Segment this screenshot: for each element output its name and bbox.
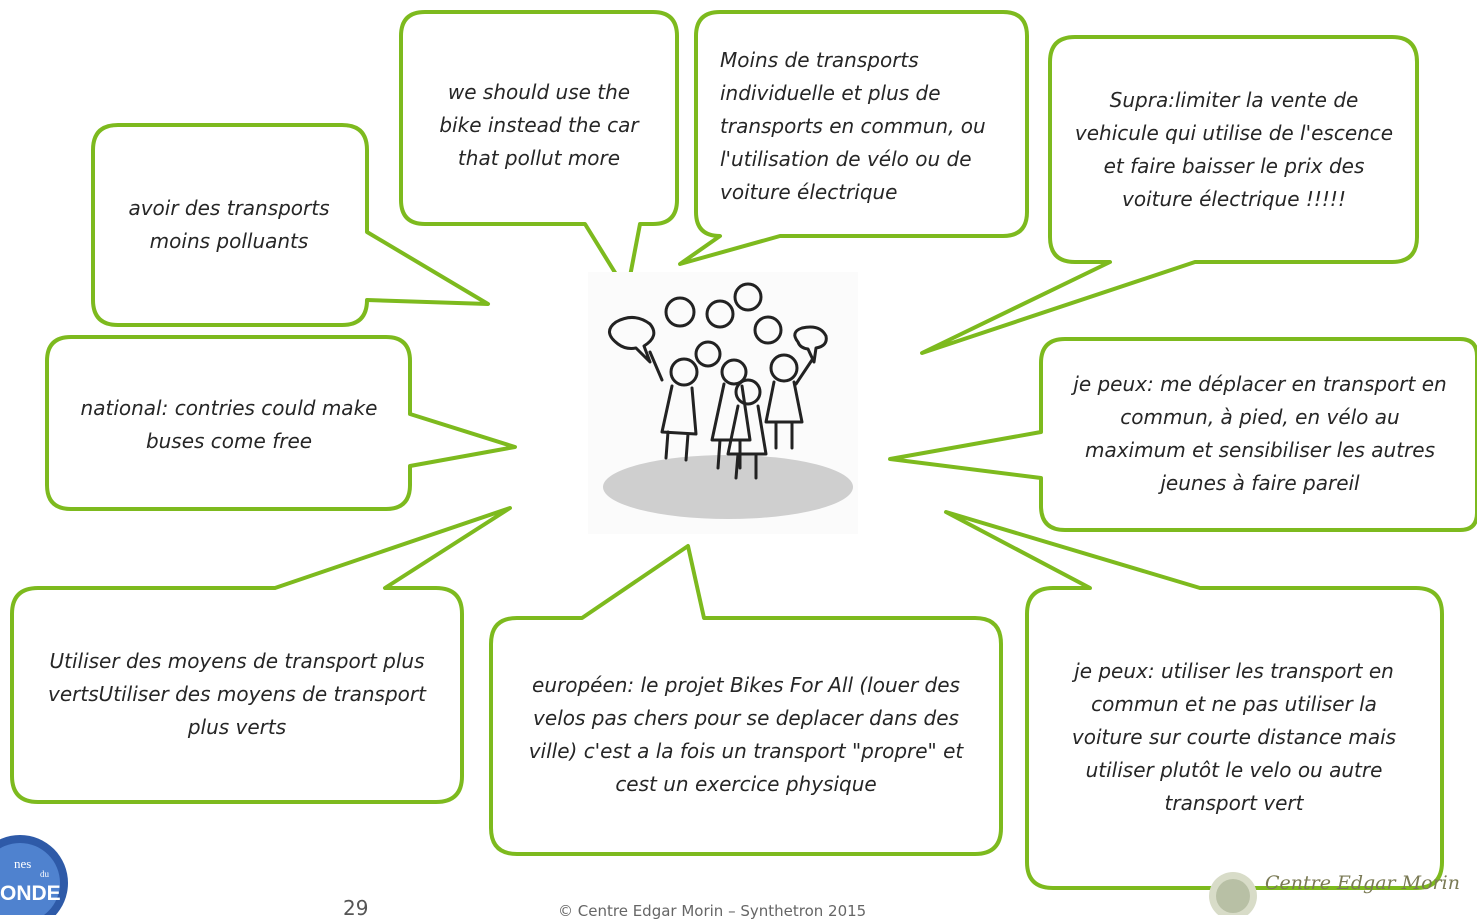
- bubble-text-1: avoir des transports moins polluants: [128, 196, 330, 253]
- logo-left-word-2: du: [40, 869, 50, 879]
- logo-right-text: Centre Edgar Morin: [1265, 872, 1460, 894]
- bubble-shape-1: [91, 123, 490, 327]
- bubble-shape-2: [399, 10, 679, 294]
- bubble-text-8: européen: le projet Bikes For All (louer…: [528, 673, 964, 796]
- logo-left-word-3: ONDE: [0, 882, 61, 905]
- bubble-shape-9: [944, 510, 1444, 890]
- bubble-text-3: Moins de transports individuelle et plus…: [720, 47, 986, 204]
- bubble-text-5: national: contries could make buses come…: [80, 396, 378, 453]
- bubble-text-9: je peux: utiliser les transport en commu…: [1071, 658, 1397, 815]
- crowd-illustration: [588, 272, 858, 534]
- globe-logo: nes du ONDE: [0, 835, 68, 915]
- bubble-shape-4: [920, 35, 1419, 355]
- bubble-text-7: Utiliser des moyens de transport plus ve…: [48, 648, 426, 739]
- bubble-shape-3: [678, 10, 1029, 266]
- speech-bubble-icon: [608, 316, 656, 364]
- speech-bubble-icon: [793, 325, 828, 364]
- bubble-text-6: je peux: me déplacer en transport en com…: [1073, 372, 1447, 495]
- bubble-shape-5: [45, 335, 517, 511]
- bubble-shape-6: [888, 337, 1477, 532]
- logo-left-word-1: nes: [14, 856, 31, 871]
- bubble-text-4: Supra:limiter la vente de vehicule qui u…: [1074, 88, 1394, 211]
- centre-edgar-morin-logo: [1209, 872, 1257, 915]
- bubble-shape-8: [489, 544, 1003, 856]
- bubble-text-2: we should use the bike instead the car t…: [439, 79, 639, 170]
- page-number: 29: [343, 896, 369, 920]
- bubble-shape-7: [10, 506, 512, 804]
- copyright-text: © Centre Edgar Morin – Synthetron 2015: [558, 902, 867, 920]
